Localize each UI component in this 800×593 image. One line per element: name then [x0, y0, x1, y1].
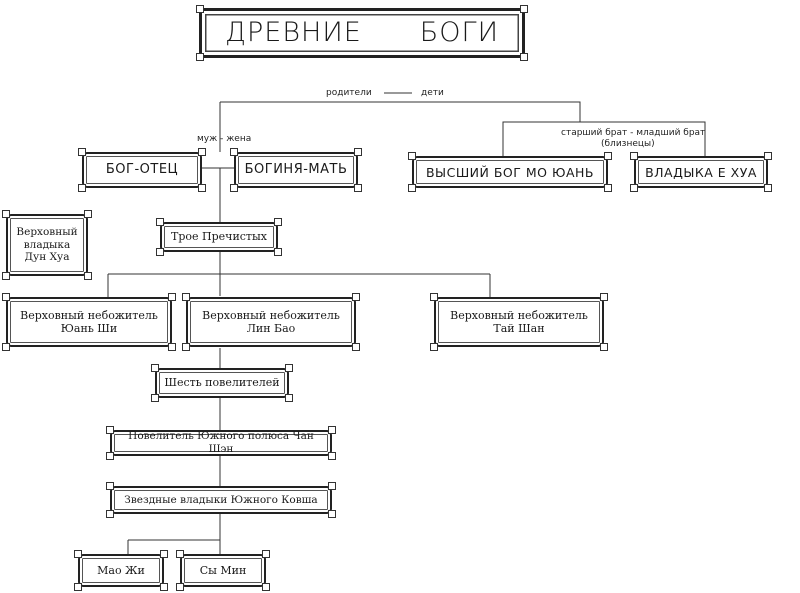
node-three-pure-label: Трое Пречистых: [171, 230, 267, 244]
node-lord-e-hua-label: ВЛАДЫКА Е ХУА: [645, 164, 757, 180]
label-parents: родители: [326, 88, 372, 98]
node-star-lords-label: Звездные владыки Южного Ковша: [124, 493, 318, 506]
node-mao-zhi: Мао Жи: [74, 550, 168, 591]
node-god-father: БОГ-ОТЕЦ: [78, 148, 206, 192]
node-six-lords: Шесть повелителей: [151, 364, 293, 402]
label-spouses: муж - жена: [197, 134, 252, 144]
line-brothers: [502, 121, 706, 160]
node-yuan-shi: Верховный небожитель Юань Ши: [2, 293, 176, 351]
node-chang-sheng-label: Повелитель Южного полюса Чан Шэн: [128, 430, 314, 455]
diagram-title: ДРЕВНИЕ БОГИ: [196, 5, 528, 61]
node-yuan-shi-label: Верховный небожитель Юань Ши: [20, 308, 158, 335]
node-chang-sheng: Повелитель Южного полюса Чан Шэн: [106, 426, 336, 460]
node-dun-hua: Верховный владыка Дун Хуа: [2, 210, 92, 280]
title-word-2: БОГИ: [419, 16, 499, 48]
line-parents-children: [220, 101, 581, 122]
node-three-pure: Трое Пречистых: [156, 218, 282, 256]
node-mao-zhi-label: Мао Жи: [97, 563, 145, 577]
node-lin-bao-label: Верховный небожитель Лин Бао: [202, 308, 340, 335]
node-goddess-mother: БОГИНЯ-МАТЬ: [230, 148, 362, 192]
node-goddess-mother-label: БОГИНЯ-МАТЬ: [244, 162, 348, 178]
node-dun-hua-label: Верховный владыка Дун Хуа: [16, 226, 78, 264]
node-six-lords-label: Шесть повелителей: [164, 376, 280, 390]
label-brothers: старший брат - младший брат: [561, 128, 706, 138]
node-tai-shan: Верховный небожитель Тай Шан: [430, 293, 608, 351]
node-si-ming-label: Сы Мин: [199, 563, 247, 577]
node-supreme-god-label: ВЫСШИЙ БОГ МО ЮАНЬ: [425, 164, 594, 180]
node-lin-bao: Верховный небожитель Лин Бао: [182, 293, 360, 351]
label-twins: (близнецы): [601, 139, 655, 149]
label-children: дети: [421, 88, 444, 98]
node-tai-shan-label: Верховный небожитель Тай Шан: [450, 308, 588, 335]
node-supreme-god: ВЫСШИЙ БОГ МО ЮАНЬ: [408, 152, 612, 192]
node-lord-e-hua: ВЛАДЫКА Е ХУА: [630, 152, 772, 192]
title-word-1: ДРЕВНИЕ: [225, 16, 362, 48]
node-god-father-label: БОГ-ОТЕЦ: [105, 162, 179, 178]
node-si-ming: Сы Мин: [176, 550, 270, 591]
node-star-lords: Звездные владыки Южного Ковша: [106, 482, 336, 518]
